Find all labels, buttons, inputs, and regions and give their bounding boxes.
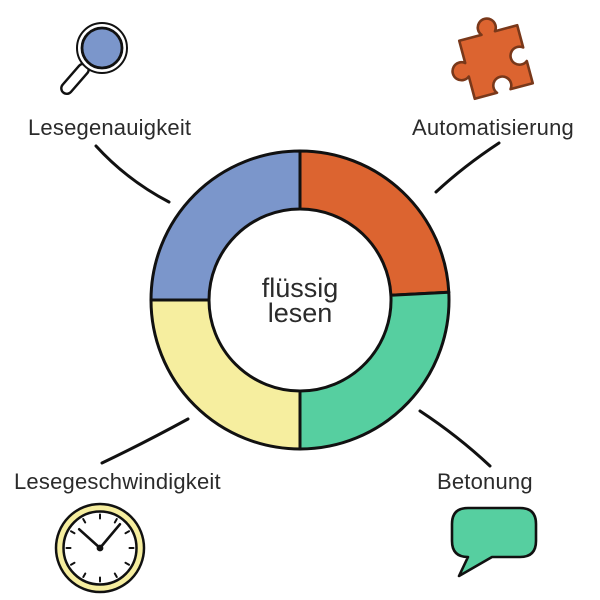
label-betonung: Betonung bbox=[437, 469, 533, 494]
donut-segment-betonung bbox=[298, 290, 451, 451]
connector-lines bbox=[94, 141, 501, 468]
donut-segment-automatisierung bbox=[298, 149, 451, 297]
puzzle-icon bbox=[451, 17, 535, 101]
donut-center-label: flüssig lesen bbox=[261, 273, 339, 328]
puzzle-piece-shape bbox=[451, 17, 535, 101]
clock-tick bbox=[113, 572, 118, 578]
clock-tick bbox=[70, 530, 76, 535]
speech-bubble-icon bbox=[450, 506, 538, 578]
label-lesegenauigkeit: Lesegenauigkeit bbox=[28, 115, 192, 140]
clock-icon bbox=[54, 502, 146, 594]
clock-ticks bbox=[65, 513, 135, 583]
clock-tick bbox=[124, 530, 130, 535]
connector-bottom-left bbox=[100, 417, 190, 465]
clock-center-dot bbox=[96, 544, 104, 552]
clock-tick bbox=[113, 518, 118, 524]
clock-tick bbox=[82, 518, 87, 524]
center-label-line1: flüssig bbox=[261, 273, 339, 303]
connector-top-left bbox=[94, 144, 171, 204]
label-lesegeschwindigkeit: Lesegeschwindigkeit bbox=[14, 469, 221, 494]
donut-segment-lesegeschwindigkeit bbox=[149, 298, 302, 451]
clock-tick bbox=[70, 561, 76, 566]
clock-tick bbox=[82, 572, 87, 578]
magnifier-icon bbox=[60, 22, 128, 96]
clock-tick bbox=[124, 561, 130, 566]
connector-bottom-right bbox=[418, 409, 492, 468]
label-automatisierung: Automatisierung bbox=[412, 115, 574, 140]
donut-chart bbox=[149, 149, 451, 451]
clock-minute-hand bbox=[98, 522, 122, 550]
center-label-line2: lesen bbox=[267, 298, 333, 328]
magnifier-lens bbox=[80, 26, 124, 70]
speech-bubble-shape bbox=[450, 506, 538, 578]
donut-segment-lesegenauigkeit bbox=[149, 149, 302, 302]
clock-hour-hand bbox=[77, 527, 102, 550]
connector-top-right bbox=[434, 141, 501, 194]
